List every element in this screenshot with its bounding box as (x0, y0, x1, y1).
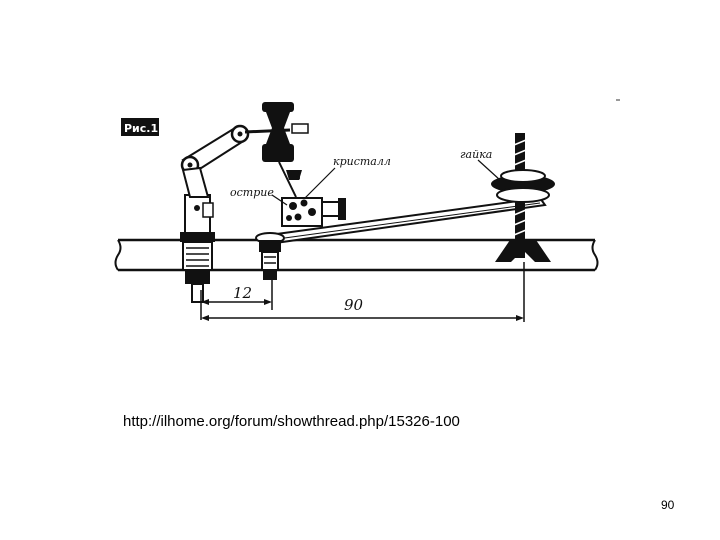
handle-knob (262, 102, 309, 162)
dimension-long: 90 (344, 296, 364, 314)
dimension-lines (200, 262, 525, 322)
figure-label: Рис.1 (124, 122, 158, 135)
needle-holder (278, 161, 302, 198)
callout-crystal: кристалл (333, 155, 391, 168)
middle-terminal-post (255, 232, 285, 280)
tip-leader (271, 194, 288, 206)
source-url: http://ilhome.org/forum/showthread.php/1… (123, 413, 460, 430)
dimension-short: 12 (233, 284, 252, 302)
left-terminal-post (180, 194, 215, 303)
callout-tip: острие (230, 186, 274, 199)
figure-label-box (121, 118, 159, 136)
nut-leader (477, 159, 501, 181)
crystal-holder (281, 197, 346, 227)
page-number: 90 (661, 498, 675, 512)
adjusting-screw (491, 133, 555, 262)
callout-nut: гайка (460, 148, 492, 161)
crystal-leader (304, 167, 336, 199)
articulated-arm (180, 124, 291, 198)
